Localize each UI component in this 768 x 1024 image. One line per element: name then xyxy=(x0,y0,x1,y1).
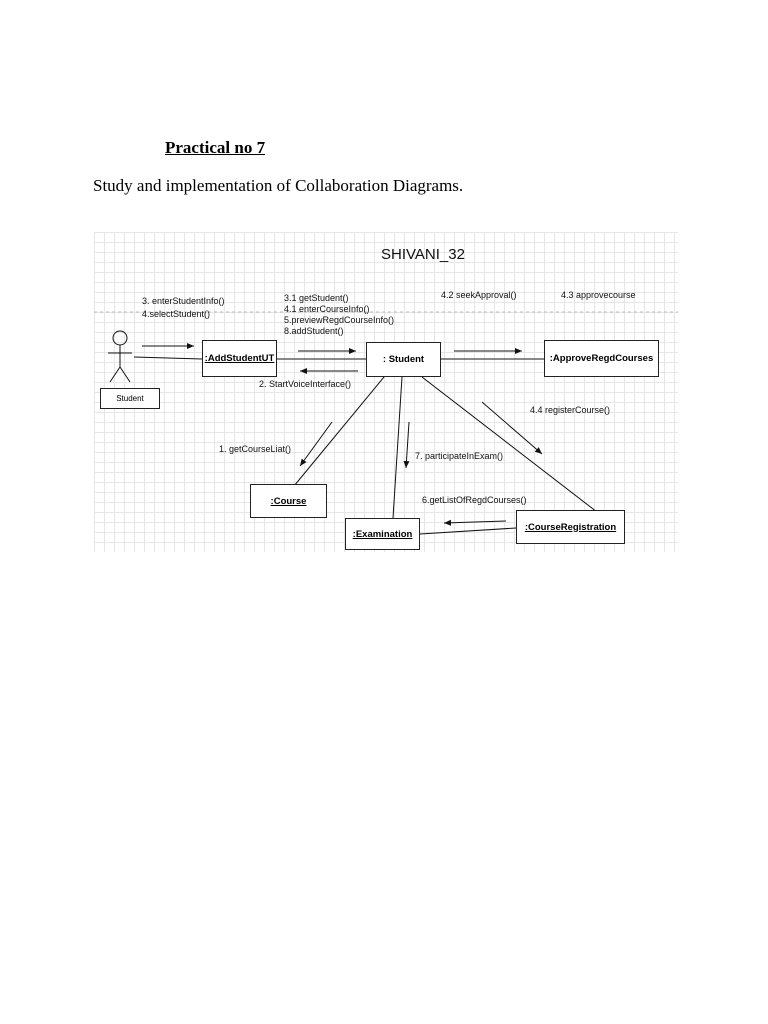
link-actor-ui xyxy=(133,356,203,360)
msg-enter-student-info: 3. enterStudentInfo() xyxy=(142,296,225,306)
object-course-registration-label: :CourseRegistration xyxy=(524,521,617,533)
object-add-student-ut-label: :AddStudentUT xyxy=(204,353,275,364)
actor-figure xyxy=(108,330,132,383)
object-examination-label: :Examination xyxy=(352,528,413,540)
object-student: : Student xyxy=(366,342,441,377)
object-course-registration: :CourseRegistration xyxy=(516,510,625,544)
diagram-title: SHIVANI_32 xyxy=(381,246,465,263)
object-student-label: : Student xyxy=(382,354,425,365)
actor-label: Student xyxy=(116,394,144,403)
msg-approve-course: 4.3 approvecourse xyxy=(561,290,636,300)
object-course: :Course xyxy=(250,484,327,518)
msg-get-course-list: 1. getCourseLiat() xyxy=(219,444,292,454)
page-heading: Practical no 7 xyxy=(165,138,266,157)
link-exam-coursereg xyxy=(419,527,517,535)
link-student-exam xyxy=(392,376,403,519)
msg-enter-course-info: 4.1 enterCourseInfo() xyxy=(284,304,370,314)
msg-start-voice-interface: 2. StartVoiceInterface() xyxy=(259,379,352,389)
actor-label-box: Student xyxy=(100,388,160,409)
msg-register-course: 4.4 registerCourse() xyxy=(530,405,611,415)
arrow-get-course-list xyxy=(299,421,333,467)
msg-preview-regd-course-info: 5.previewRegdCourseInfo() xyxy=(284,315,395,325)
link-student-coursereg xyxy=(421,376,598,513)
msg-select-student: 4.selectStudent() xyxy=(142,309,211,319)
page-subtitle: Study and implementation of Collaboratio… xyxy=(93,176,464,195)
object-approve-regd-courses: :ApproveRegdCourses xyxy=(544,340,659,377)
msg-get-list-of-regd-courses: 6.getListOfRegdCourses() xyxy=(422,495,527,505)
collaboration-diagram: SHIVANI_32 3. enterStudentInfo() 4.selec… xyxy=(94,232,678,552)
msg-add-student: 8.addStudent() xyxy=(284,326,344,336)
object-course-label: :Course xyxy=(270,495,307,507)
arrow-register-course xyxy=(481,401,543,455)
msg-seek-approval: 4.2 seekApproval() xyxy=(441,290,517,300)
arrow-get-list xyxy=(443,519,507,526)
arrow-participate-exam xyxy=(403,421,410,469)
msg-get-student: 3.1 getStudent() xyxy=(284,293,349,303)
object-examination: :Examination xyxy=(345,518,420,550)
link-student-course xyxy=(293,376,385,487)
msg-participate-in-exam: 7. participateInExam() xyxy=(415,451,504,461)
object-approve-regd-courses-label: :ApproveRegdCourses xyxy=(549,353,654,364)
diagram-lines xyxy=(94,311,678,535)
object-add-student-ut: :AddStudentUT xyxy=(202,340,277,377)
